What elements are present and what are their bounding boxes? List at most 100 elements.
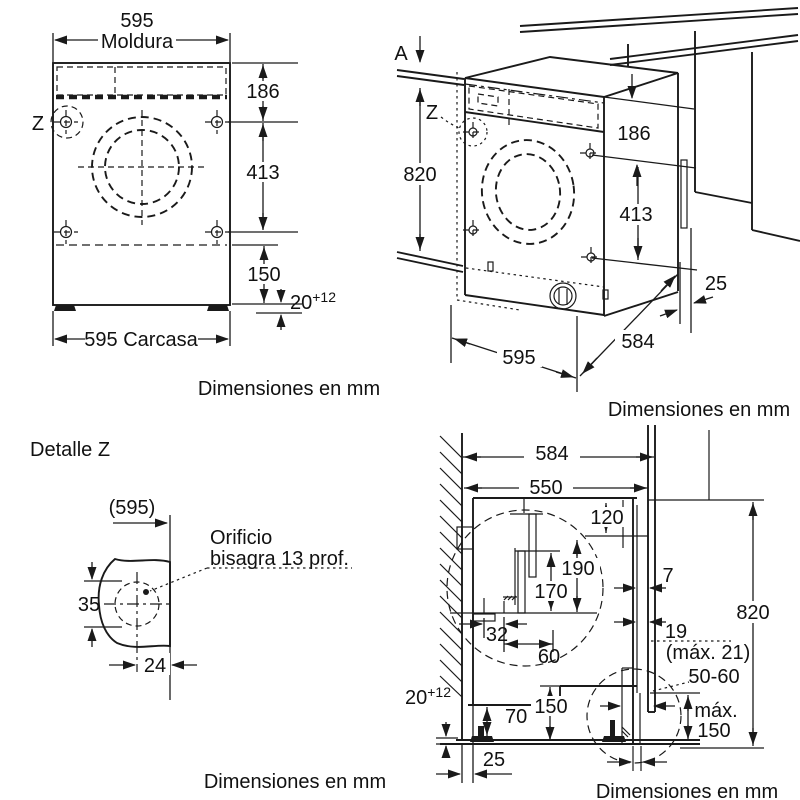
z-marker-label: Z [32, 113, 44, 135]
dim-7: 7 [614, 565, 674, 593]
dim-170-label: 170 [534, 581, 567, 603]
perspective-caption: Dimensiones en mm [608, 399, 790, 421]
floor [440, 739, 700, 745]
dim-foot-adjust-section: 20+12 [405, 684, 458, 758]
hinge-note: Orificio bisagra 13 prof. [149, 527, 352, 592]
dim-170: 170 [530, 553, 573, 611]
detail-z-view: Detalle Z (595) 35 24 [30, 439, 386, 793]
moldura-zone [56, 66, 227, 100]
section-view: 584 550 120 190 [405, 425, 778, 800]
door-porthole [78, 110, 207, 225]
front-view: Z 595 Moldura [32, 10, 380, 400]
dim-32-label: 32 [486, 624, 508, 646]
screw-bottom-right [205, 220, 229, 244]
dim-25-label: 25 [483, 749, 505, 771]
dim-584: 584 [621, 331, 654, 353]
door-porthole-perspective [480, 139, 576, 245]
plinth [465, 261, 609, 310]
dim-bottom-perspective: 595 584 25 [450, 228, 727, 392]
dim-19-max-label: (máx. 21) [666, 642, 750, 664]
dim-70: 70 [482, 706, 527, 736]
control-panel-band [464, 83, 605, 133]
dim-186: 186 [617, 123, 650, 145]
dim-413: 413 [246, 162, 279, 184]
dim-820-label: 820 [736, 602, 769, 624]
cabinet-side-panel [627, 31, 800, 242]
countertop [396, 7, 799, 86]
note-line2: bisagra 13 prof. [210, 548, 349, 570]
dim-820-section: 820 [648, 499, 776, 749]
dim-190-label: 190 [561, 558, 594, 580]
furniture-door [632, 425, 710, 771]
dim-hole-35: 35 [78, 562, 122, 647]
perspective-view: Z A 820 [394, 7, 800, 421]
hose-assembly [450, 498, 560, 622]
dim-70-label: 70 [505, 706, 527, 728]
dim-max-150-label: 150 [697, 720, 730, 742]
dim-595: 595 [502, 347, 535, 369]
dim-413: 413 [619, 204, 652, 226]
dim-24: 24 [144, 655, 166, 677]
note-line1: Orificio [210, 527, 272, 549]
dim-bottom-width: 595 Carcasa [52, 311, 231, 351]
z-leader [440, 116, 460, 129]
drain-hose [528, 513, 537, 578]
dim-foot-adjust: 20+12 [290, 289, 336, 314]
dim-foot-adjust-label: 20+12 [405, 684, 451, 709]
dim-20-sup-section: +12 [427, 684, 451, 700]
hinge-hole [104, 572, 172, 672]
machine-front-outline [52, 62, 231, 306]
dim-moldura: Moldura [101, 31, 174, 53]
detail-bubble-plinth [586, 668, 682, 764]
dim-150-bottom: 150 [531, 685, 620, 741]
dim-120-label: 120 [590, 507, 623, 529]
display-window [477, 93, 499, 107]
dim-150: 150 [247, 264, 280, 286]
dim-max-label: máx. [694, 700, 737, 722]
dim-550-label: 550 [529, 477, 562, 499]
dim-820: 820 [403, 164, 436, 186]
dim-595-ref: (595) [109, 497, 168, 528]
dim-550: 550 [464, 476, 648, 499]
screw-top-left [54, 110, 78, 134]
wall [439, 433, 463, 740]
dim-top-width: 595 Moldura [52, 10, 231, 62]
machine-box [456, 56, 679, 317]
dim-35: 35 [78, 594, 100, 616]
dim-25-section: 25 [436, 705, 512, 783]
floor-line [396, 251, 464, 273]
dim-584-label: 584 [535, 443, 568, 465]
detail-caption: Dimensiones en mm [204, 771, 386, 793]
feet [54, 305, 229, 311]
a-marker-label: A [394, 43, 408, 65]
dim-584: 584 [463, 442, 654, 465]
mounting-bracket [680, 159, 688, 229]
section-caption: Dimensiones en mm [596, 781, 778, 800]
standpipe [517, 550, 526, 614]
dim-offset-24: 24 [109, 653, 197, 677]
dim-60-label: 60 [538, 646, 560, 668]
dim-120: 120 [586, 503, 627, 533]
dim-190: 190 [556, 540, 600, 614]
dim-height-820: 820 [398, 88, 443, 251]
filter-cap [549, 282, 577, 310]
dim-19: 19 (máx. 21) [614, 617, 750, 664]
z-detail-circle [50, 105, 84, 139]
detail-title: Detalle Z [30, 439, 110, 461]
screw-marks [463, 122, 601, 267]
z-marker-label-perspective: Z [426, 102, 438, 124]
dim-150-label: 150 [534, 696, 567, 718]
dim-20: 20 [290, 292, 312, 314]
dim-20-section: 20 [405, 687, 427, 709]
dim-20-sup: +12 [312, 289, 336, 305]
screw-top-right [205, 110, 229, 134]
screw-bottom-left [54, 220, 78, 244]
front-caption: Dimensiones en mm [198, 378, 380, 400]
dim-right-side: 186 413 150 20+12 [228, 62, 336, 330]
dim-19-label: 19 [665, 621, 687, 643]
dim-max-150: máx. 150 [650, 692, 738, 742]
z-detail-circle-perspective [458, 117, 488, 147]
dim-186-413: 186 413 [591, 74, 698, 271]
